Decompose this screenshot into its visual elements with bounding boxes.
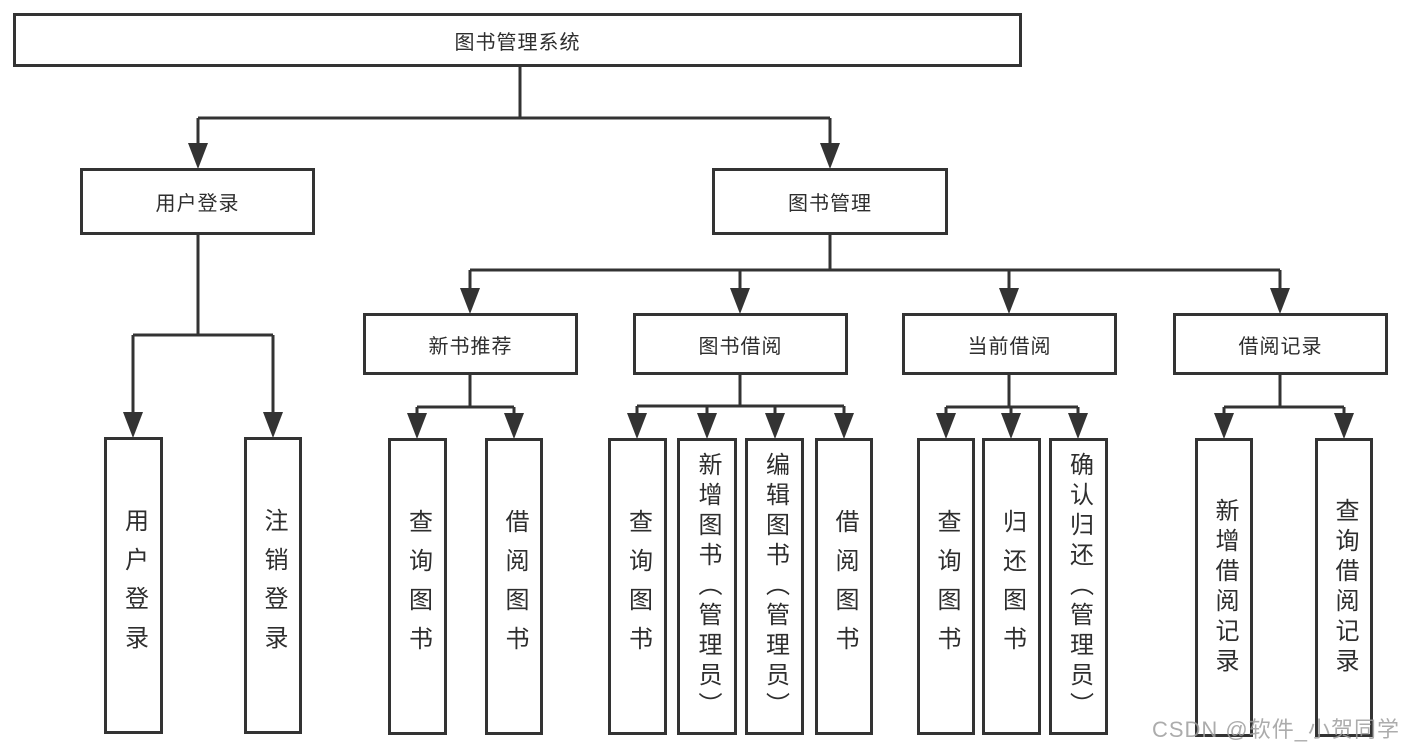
arrowhead [765, 413, 785, 439]
arrowhead [188, 143, 208, 169]
arrowhead [999, 288, 1019, 314]
arrowhead [263, 412, 283, 438]
node-label: 借阅记录 [1238, 335, 1323, 358]
node-book-management: 图书管理 [712, 168, 948, 235]
node-label: 编辑图书（管理员） [761, 451, 789, 722]
node-root-system: 图书管理系统 [13, 13, 1022, 67]
node-label: 用户登录 [155, 193, 240, 215]
tree-wires [131, 67, 1346, 414]
arrowhead [1214, 413, 1234, 439]
node-label: 用户登录 [120, 507, 148, 664]
node-label: 新增图书（管理员） [694, 451, 721, 722]
arrowhead [697, 413, 717, 439]
leaf-user-login: 用户登录 [104, 437, 163, 734]
node-new-book-recommend: 新书推荐 [363, 313, 578, 375]
node-label: 新书推荐 [428, 335, 513, 358]
node-label: 注销登录 [260, 507, 287, 664]
arrowhead [1270, 288, 1290, 314]
leaf-logout: 注销登录 [244, 437, 302, 734]
node-label: 查询借阅记录 [1331, 497, 1358, 678]
arrowhead [1001, 413, 1021, 439]
node-label: 查询图书 [933, 508, 960, 665]
node-book-borrow: 图书借阅 [633, 313, 848, 375]
node-label: 查询图书 [624, 508, 652, 665]
leaf-query-books-1: 查询图书 [388, 438, 447, 735]
node-label: 确认归还（管理员） [1065, 451, 1093, 722]
leaf-add-books-admin: 新增图书（管理员） [677, 438, 737, 735]
node-current-borrow: 当前借阅 [902, 313, 1117, 375]
arrowhead [834, 413, 854, 439]
leaf-query-books-3: 查询图书 [917, 438, 975, 735]
arrowhead [730, 288, 750, 314]
node-label: 新增借阅记录 [1211, 497, 1238, 678]
leaf-add-borrow-record: 新增借阅记录 [1195, 438, 1253, 737]
leaf-borrow-books-1: 借阅图书 [485, 438, 543, 735]
node-label: 查询图书 [404, 508, 432, 665]
arrowhead [460, 288, 480, 314]
leaf-query-borrow-record: 查询借阅记录 [1315, 438, 1373, 737]
node-user-login: 用户登录 [80, 168, 315, 235]
node-borrow-records: 借阅记录 [1173, 313, 1388, 375]
arrowhead [1068, 413, 1088, 439]
arrowhead [123, 412, 143, 438]
arrowhead [820, 143, 840, 169]
leaf-return-books: 归还图书 [982, 438, 1041, 735]
leaf-edit-books-admin: 编辑图书（管理员） [745, 438, 804, 735]
node-label: 借阅图书 [831, 508, 858, 665]
leaf-borrow-books-2: 借阅图书 [815, 438, 873, 735]
leaf-confirm-return-admin: 确认归还（管理员） [1049, 438, 1108, 735]
arrowhead [504, 413, 524, 439]
arrowhead [1334, 413, 1354, 439]
node-label: 图书管理系统 [454, 31, 581, 54]
node-label: 借阅图书 [501, 508, 528, 665]
arrowhead [407, 413, 427, 439]
node-label: 当前借阅 [967, 335, 1052, 358]
node-label: 图书借阅 [698, 335, 783, 358]
node-label: 归还图书 [998, 508, 1026, 665]
csdn-watermark: CSDN @软件_小贺同学 [1151, 717, 1400, 742]
arrowhead [936, 413, 956, 439]
node-label: 图书管理 [788, 193, 872, 215]
leaf-query-books-2: 查询图书 [608, 438, 667, 735]
arrowhead [627, 413, 647, 439]
